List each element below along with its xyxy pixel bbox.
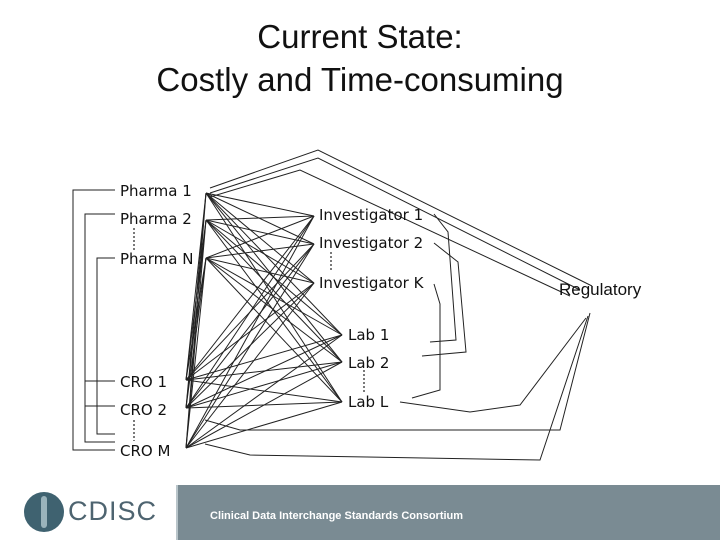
connection-line bbox=[205, 219, 343, 336]
connection-line bbox=[185, 215, 315, 449]
connection-line bbox=[185, 257, 207, 381]
connection-line bbox=[185, 215, 315, 381]
connection-line bbox=[205, 215, 315, 221]
node-cro-m: CRO M bbox=[120, 442, 170, 460]
connection-line bbox=[185, 257, 207, 449]
node-lab-1: Lab 1 bbox=[348, 326, 389, 344]
connection-line bbox=[205, 219, 315, 245]
connection-line bbox=[205, 257, 343, 363]
connection-line bbox=[185, 401, 343, 449]
connection-line bbox=[185, 334, 343, 409]
connection-line bbox=[429, 213, 457, 343]
connection-line bbox=[204, 315, 589, 461]
connection-line bbox=[185, 243, 315, 409]
connection-line bbox=[205, 192, 343, 403]
connection-line bbox=[205, 215, 315, 259]
connection-line bbox=[185, 334, 343, 381]
connection-line bbox=[185, 215, 315, 409]
footer-bar: CDISC Clinical Data Interchange Standard… bbox=[0, 485, 720, 540]
node-investigator-2: Investigator 2 bbox=[319, 234, 423, 252]
connection-line bbox=[205, 243, 315, 259]
network-diagram: Pharma 1 Pharma 2 Pharma N Investigator … bbox=[72, 149, 642, 461]
connection-line bbox=[205, 219, 343, 363]
connection-line bbox=[185, 219, 207, 409]
footer-divider bbox=[176, 485, 178, 540]
connection-line bbox=[205, 192, 315, 284]
connection-line bbox=[185, 361, 343, 449]
pharma-bracket bbox=[72, 189, 115, 451]
connection-line bbox=[205, 257, 343, 403]
connection-line bbox=[205, 257, 343, 336]
cdisc-logo-text: CDISC bbox=[68, 496, 158, 526]
slide-title-line-2: Costly and Time-consuming bbox=[156, 61, 564, 98]
connection-line bbox=[209, 157, 581, 291]
footer-band bbox=[178, 485, 720, 540]
connection-line bbox=[185, 243, 315, 449]
connection-line bbox=[411, 283, 441, 399]
connection-line bbox=[204, 312, 591, 431]
node-lab-l: Lab L bbox=[348, 393, 389, 411]
node-investigator-k: Investigator K bbox=[319, 274, 425, 292]
footer-tagline: Clinical Data Interchange Standards Cons… bbox=[210, 510, 464, 522]
node-lab-2: Lab 2 bbox=[348, 354, 389, 372]
node-pharma-2: Pharma 2 bbox=[120, 210, 192, 228]
node-pharma-1: Pharma 1 bbox=[120, 182, 192, 200]
connection-line bbox=[399, 317, 587, 413]
connection-line bbox=[205, 192, 343, 336]
ellipsis-markers bbox=[133, 228, 365, 441]
connection-line bbox=[205, 219, 343, 403]
node-regulatory: Regulatory bbox=[559, 280, 642, 299]
connection-line bbox=[209, 149, 593, 287]
cdisc-logo-icon bbox=[24, 492, 64, 532]
connection-lines bbox=[185, 149, 593, 461]
connection-line bbox=[205, 257, 315, 284]
cro-bracket bbox=[85, 380, 115, 407]
connection-line bbox=[421, 242, 467, 357]
connection-line bbox=[185, 257, 207, 409]
slide-title-line-1: Current State: bbox=[257, 18, 463, 55]
connection-line bbox=[205, 192, 315, 217]
node-investigator-1: Investigator 1 bbox=[319, 206, 423, 224]
node-cro-2: CRO 2 bbox=[120, 401, 167, 419]
connection-line bbox=[209, 169, 571, 297]
node-cro-1: CRO 1 bbox=[120, 373, 167, 391]
node-pharma-n: Pharma N bbox=[120, 250, 193, 268]
connection-line bbox=[185, 334, 343, 449]
